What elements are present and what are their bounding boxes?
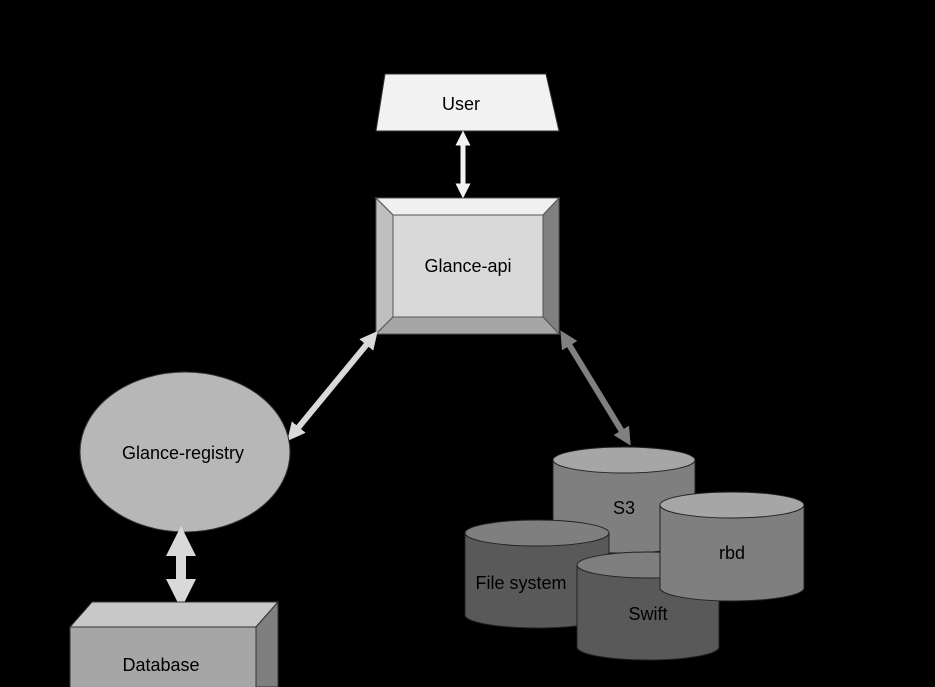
file-system-label: File system — [475, 573, 566, 593]
swift-label: Swift — [628, 604, 667, 624]
file-system-storage-node: File system — [464, 519, 610, 629]
s3-label: S3 — [613, 498, 635, 518]
database-label: Database — [122, 655, 199, 675]
api-storage-arrow — [560, 330, 631, 446]
rbd-label: rbd — [719, 543, 745, 563]
api-registry-arrow — [287, 331, 378, 441]
user-node: User — [375, 73, 560, 132]
glance-registry-node: Glance-registry — [79, 371, 291, 533]
glance-api-label: Glance-api — [424, 256, 511, 276]
user-label: User — [442, 94, 480, 114]
glance-api-node: Glance-api — [374, 196, 561, 336]
database-node: Database — [68, 600, 280, 687]
rbd-storage-node: rbd — [659, 491, 805, 602]
glance-registry-label: Glance-registry — [122, 443, 244, 463]
